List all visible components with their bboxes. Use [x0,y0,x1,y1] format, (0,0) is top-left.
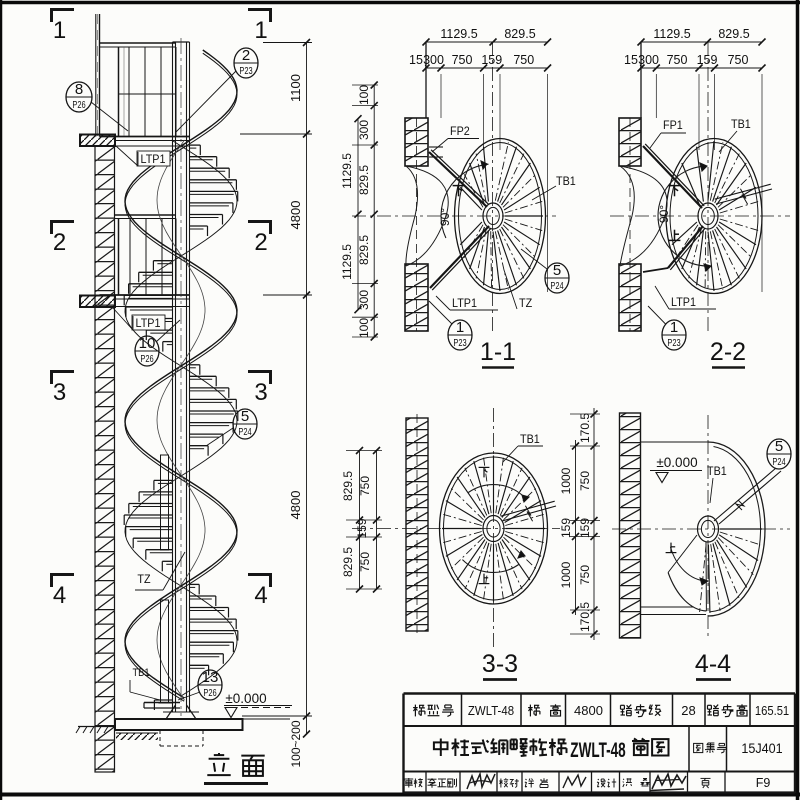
svg-text:750: 750 [452,53,473,67]
svg-text:90°: 90° [438,208,452,226]
svg-text:1: 1 [254,17,267,44]
svg-text:1000: 1000 [559,467,573,494]
svg-text:1129.5: 1129.5 [653,27,690,41]
svg-text:P23: P23 [239,65,252,76]
svg-text:,: , [424,55,427,69]
svg-text:829.5: 829.5 [357,235,371,265]
svg-text:2: 2 [242,47,250,64]
svg-text:3-3: 3-3 [482,650,518,678]
svg-text:P26: P26 [203,687,216,698]
svg-text:TB1: TB1 [707,466,727,479]
svg-text:300: 300 [638,53,659,67]
svg-text:159: 159 [578,518,592,538]
svg-text:FP2: FP2 [450,126,470,139]
svg-text:100: 100 [357,318,371,338]
svg-text:TB1: TB1 [132,667,149,679]
svg-text:LTP1: LTP1 [136,318,161,331]
svg-text:159: 159 [355,518,369,538]
svg-text:300: 300 [357,120,371,140]
svg-text:5: 5 [775,438,783,455]
svg-text:1000: 1000 [559,561,573,588]
svg-text:TZ: TZ [137,574,150,587]
svg-text:,: , [639,55,642,69]
svg-text:4: 4 [53,582,66,609]
svg-text:15: 15 [624,53,638,67]
svg-text:1129.5: 1129.5 [440,27,477,41]
svg-text:±0.000: ±0.000 [656,455,697,470]
svg-text:LTP1: LTP1 [671,297,696,310]
svg-text:4: 4 [254,582,267,609]
svg-text:13: 13 [202,669,219,686]
svg-text:P24: P24 [550,280,563,291]
svg-text:TB1: TB1 [556,176,576,189]
svg-text:15: 15 [409,53,423,67]
svg-text:P23: P23 [453,337,466,348]
svg-text:TB1: TB1 [731,119,751,132]
svg-text:4-4: 4-4 [695,650,731,678]
svg-text:1: 1 [53,17,66,44]
svg-text:170.5: 170.5 [578,413,592,443]
svg-text:170.5: 170.5 [578,602,592,632]
svg-text:2: 2 [254,229,267,256]
svg-text:2: 2 [53,229,66,256]
svg-text:829.5: 829.5 [718,27,749,41]
svg-text:300: 300 [423,53,444,67]
svg-text:3: 3 [254,379,267,406]
svg-text:TB1: TB1 [520,434,540,447]
svg-text:10: 10 [139,335,156,352]
svg-text:P23: P23 [667,337,680,348]
svg-text:ZWLT-48: ZWLT-48 [468,703,514,718]
svg-text:28: 28 [681,703,695,718]
svg-text:829.5: 829.5 [357,165,371,195]
svg-text:1-1: 1-1 [480,338,516,366]
svg-text:100~200: 100~200 [289,720,303,767]
svg-text:LTP1: LTP1 [141,154,166,167]
svg-text:1129.5: 1129.5 [340,244,354,280]
svg-text:8: 8 [75,81,83,98]
svg-text:1100: 1100 [288,74,303,102]
svg-text:750: 750 [358,476,372,496]
svg-text:750: 750 [578,565,592,585]
svg-text:P24: P24 [238,426,251,437]
svg-text:750: 750 [667,53,688,67]
svg-text:829.5: 829.5 [341,471,355,501]
svg-text:±0.000: ±0.000 [225,691,266,706]
svg-text:4800: 4800 [574,703,603,718]
svg-text:159: 159 [481,53,502,67]
svg-text:1: 1 [456,319,464,336]
svg-text:P24: P24 [772,456,785,467]
svg-text:TZ: TZ [519,298,532,311]
svg-text:165.51: 165.51 [755,703,790,718]
svg-text:750: 750 [578,471,592,491]
svg-text:4800: 4800 [288,201,303,230]
svg-text:829.5: 829.5 [504,27,535,41]
svg-text:F9: F9 [756,776,771,790]
svg-text:15J401: 15J401 [741,740,782,756]
svg-text:750: 750 [728,53,749,67]
svg-text:90°: 90° [657,205,671,223]
svg-text:1: 1 [670,319,678,336]
svg-text:159: 159 [559,518,573,538]
svg-text:750: 750 [358,552,372,572]
svg-text:LTP1: LTP1 [452,298,477,311]
svg-text:300: 300 [357,290,371,310]
svg-text:829.5: 829.5 [341,547,355,577]
svg-text:ZWLT-48: ZWLT-48 [570,738,625,762]
svg-text:P26: P26 [72,99,85,110]
svg-text:5: 5 [553,262,561,279]
svg-text:159: 159 [697,53,718,67]
svg-text:FP1: FP1 [663,120,683,133]
svg-text:3: 3 [53,379,66,406]
svg-text:750: 750 [513,53,534,67]
svg-text:P26: P26 [140,353,153,364]
svg-text:4800: 4800 [288,491,303,520]
svg-text:100: 100 [357,85,371,105]
svg-text:5: 5 [241,408,249,425]
svg-text:1129.5: 1129.5 [340,153,354,189]
svg-text:2-2: 2-2 [710,338,746,366]
